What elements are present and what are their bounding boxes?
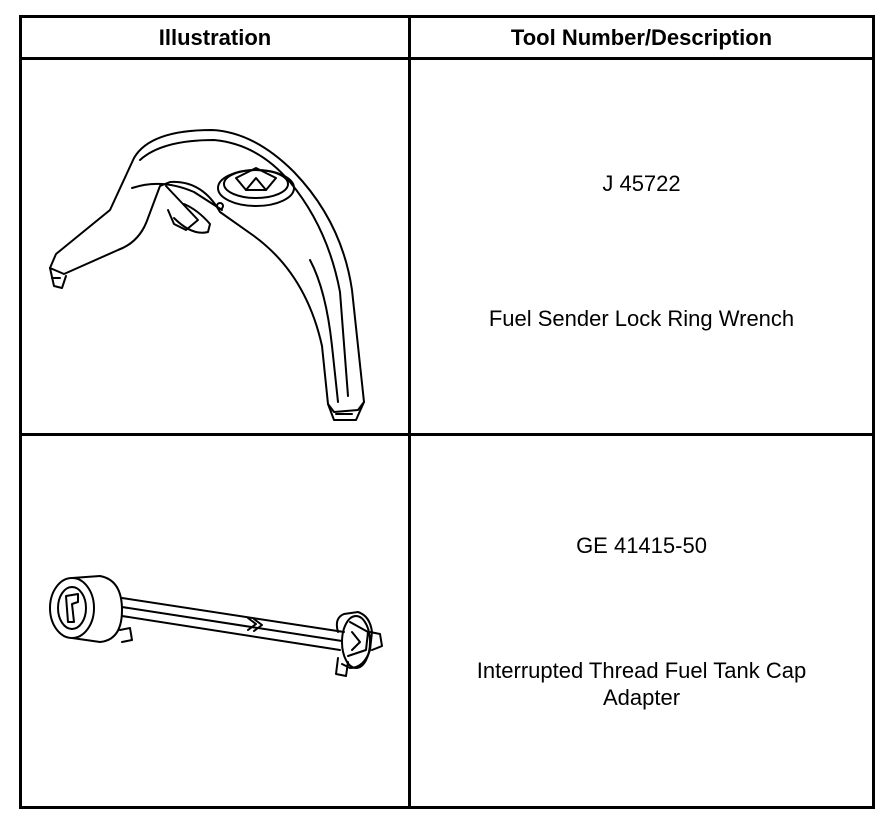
tool-description: Interrupted Thread Fuel Tank Cap Adapter <box>476 658 807 710</box>
header-illustration: Illustration <box>158 24 272 50</box>
fuel-tank-cap-adapter-icon <box>49 575 383 677</box>
tool-number: GE 41415-50 <box>576 533 707 558</box>
column-divider <box>408 18 411 806</box>
description-cell-row-1: J 45722 Fuel Sender Lock Ring Wrench <box>411 60 872 433</box>
lock-ring-wrench-icon <box>49 129 365 421</box>
tool-description: Fuel Sender Lock Ring Wrench <box>488 306 795 331</box>
description-cell-row-2: GE 41415-50 Interrupted Thread Fuel Tank… <box>411 436 872 806</box>
header-tool-number-description: Tool Number/Description <box>510 24 773 50</box>
illustration-cell-row-2 <box>22 436 408 806</box>
row-divider <box>22 433 872 436</box>
tool-number: J 45722 <box>602 171 681 196</box>
illustration-cell-row-1 <box>22 60 408 433</box>
tool-table: Illustration Tool Number/Description <box>19 15 875 809</box>
header-divider <box>22 57 872 60</box>
